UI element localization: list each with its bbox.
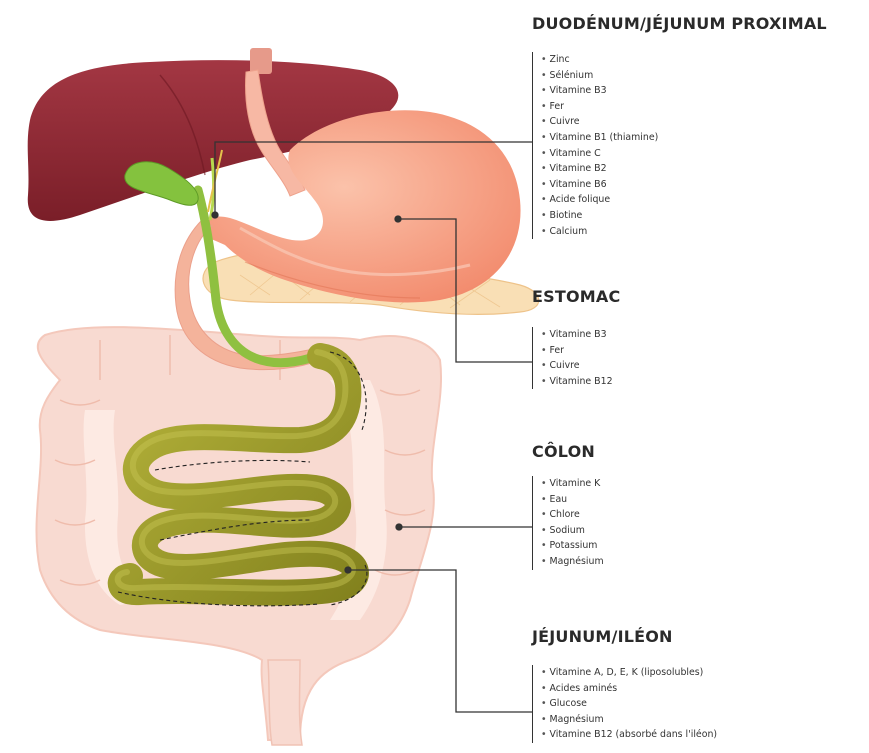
nutrient-item: Vitamine B3 [541,83,658,99]
nutrient-item: Magnésium [541,712,717,728]
section-title-estomac: ESTOMAC [532,287,620,306]
section-duodenum: DUODÉNUM/JÉJUNUM PROXIMAL [532,14,827,33]
nutrient-item: Magnésium [541,554,604,570]
nutrient-list-colon: Vitamine K Eau Chlore Sodium Potassium M… [532,476,604,570]
nutrient-item: Vitamine B12 [541,374,613,390]
nutrient-list-duodenum: Zinc Sélénium Vitamine B3 Fer Cuivre Vit… [532,52,658,239]
nutrient-item: Vitamine K [541,476,604,492]
nutrient-item: Calcium [541,224,658,240]
nutrient-item: Biotine [541,208,658,224]
nutrient-item: Vitamine B12 (absorbé dans l'iléon) [541,727,717,743]
nutrient-item: Vitamine C [541,146,658,162]
nutrient-list-jejunum: Vitamine A, D, E, K (liposolubles) Acide… [532,665,717,743]
nutrient-item: Cuivre [541,358,613,374]
colon-shape [36,327,441,745]
nutrient-item: Eau [541,492,604,508]
nutrient-item: Vitamine B3 [541,327,613,343]
section-title-jejunum: JÉJUNUM/ILÉON [532,627,673,646]
nutrient-item: Cuivre [541,114,658,130]
nutrient-item: Acide folique [541,192,658,208]
nutrient-item: Chlore [541,507,604,523]
nutrient-item: Vitamine B2 [541,161,658,177]
nutrient-item: Sélénium [541,68,658,84]
section-title-duodenum: DUODÉNUM/JÉJUNUM PROXIMAL [532,14,827,33]
nutrient-item: Vitamine A, D, E, K (liposolubles) [541,665,717,681]
section-jejunum: JÉJUNUM/ILÉON [532,627,673,646]
nutrient-item: Zinc [541,52,658,68]
section-estomac: ESTOMAC [532,287,620,306]
nutrient-list-estomac: Vitamine B3 Fer Cuivre Vitamine B12 [532,327,613,389]
section-title-colon: CÔLON [532,442,595,461]
section-colon: CÔLON [532,442,595,461]
nutrient-item: Glucose [541,696,717,712]
nutrient-item: Vitamine B1 (thiamine) [541,130,658,146]
nutrient-item: Acides aminés [541,681,717,697]
nutrient-item: Potassium [541,538,604,554]
nutrient-item: Vitamine B6 [541,177,658,193]
nutrient-item: Fer [541,99,658,115]
nutrient-item: Sodium [541,523,604,539]
nutrient-item: Fer [541,343,613,359]
